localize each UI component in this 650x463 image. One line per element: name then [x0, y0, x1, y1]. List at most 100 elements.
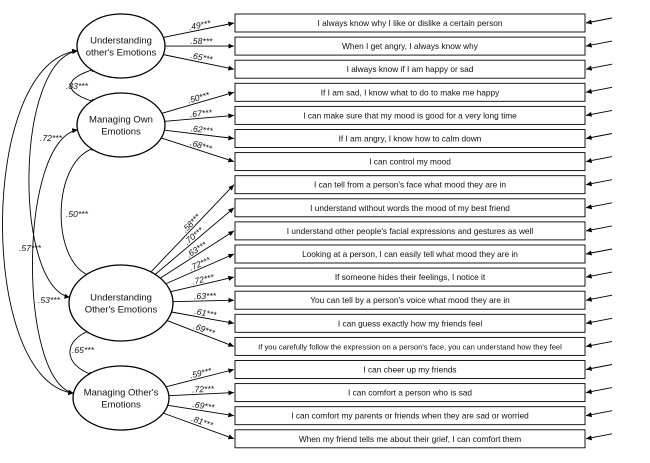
latent-label: Managing Own — [89, 115, 153, 126]
item-box — [234, 383, 586, 403]
item-box — [234, 360, 586, 379]
item-box — [234, 336, 586, 356]
item-box — [234, 175, 586, 195]
item-box — [234, 105, 586, 125]
loading-coefficient: .62*** — [190, 123, 214, 136]
correlation-label: .83*** — [66, 81, 89, 91]
error-arrow — [585, 410, 613, 418]
error-arrow — [585, 271, 613, 279]
correlation-arc — [32, 128, 78, 395]
item-box — [234, 221, 586, 241]
loading-paths: .49***.58***.65***.50***.67***.62***.68*… — [150, 18, 235, 440]
item-box — [234, 36, 586, 56]
loading-path — [154, 207, 235, 275]
latent-ellipse — [72, 365, 170, 431]
correlation-label: .65*** — [72, 345, 95, 355]
loading-coefficient: .50*** — [187, 90, 212, 106]
loading-path — [160, 230, 235, 279]
item-label: I can comfort my parents or friends when… — [291, 411, 529, 421]
item-label: If I am sad, I know what to do to make m… — [321, 87, 500, 97]
loading-coefficient: .49*** — [188, 18, 212, 32]
item-label: If you carefully follow the expression o… — [258, 342, 562, 351]
item-label: I can comfort a person who is sad — [348, 388, 472, 398]
correlation-arc — [28, 49, 78, 299]
item-box — [234, 198, 586, 218]
loading-path — [164, 113, 235, 122]
error-arrow — [585, 317, 613, 325]
error-arrows — [585, 17, 613, 441]
loading-path — [171, 311, 235, 325]
error-arrow — [585, 156, 613, 164]
item-label: When my friend tells me about their grie… — [299, 434, 521, 444]
item-label: I can make sure that my mood is good for… — [303, 110, 517, 120]
loading-path — [165, 368, 235, 388]
error-arrow — [585, 364, 613, 371]
item-label: I understand without words the mood of m… — [310, 203, 510, 213]
loading-coefficient: .65*** — [190, 50, 214, 64]
error-arrow — [585, 86, 613, 94]
error-arrow — [585, 294, 613, 302]
item-box — [234, 244, 586, 264]
indicator-items: I always know why I like or dislike a ce… — [234, 13, 586, 449]
latent-label: Managing Other's — [84, 388, 159, 399]
latent-label: Understanding — [90, 293, 152, 304]
loading-path — [172, 297, 235, 303]
error-arrow — [585, 133, 613, 140]
item-label: I can tell from a person's face what moo… — [314, 180, 506, 190]
item-box — [234, 290, 586, 310]
loading-path — [161, 91, 235, 114]
item-label: I can guess exactly how my friends feel — [338, 318, 482, 328]
item-label: I understand other people's facial expre… — [287, 226, 534, 236]
latent-ellipse — [76, 92, 166, 158]
item-box — [234, 313, 586, 333]
item-box — [234, 152, 586, 172]
loading-coefficient: .69*** — [192, 399, 216, 412]
error-arrow — [585, 225, 613, 233]
loading-path — [163, 21, 235, 38]
item-box — [234, 429, 586, 449]
item-label: Looking at a person, I can easily tell w… — [302, 249, 518, 259]
loading-coefficient: .69*** — [192, 321, 217, 338]
correlation-arc — [2, 48, 78, 396]
item-box — [234, 267, 586, 287]
loading-path — [168, 390, 235, 397]
latent-ellipse — [68, 264, 174, 342]
correlation-label: .72*** — [40, 133, 63, 143]
item-label: I always know why I like or dislike a ce… — [318, 18, 503, 28]
loading-path — [167, 404, 235, 418]
loading-path — [150, 184, 235, 273]
loading-coefficient: .72*** — [191, 272, 215, 287]
loading-coefficient: .61*** — [194, 306, 218, 320]
item-label: I can cheer up my friends — [363, 365, 456, 375]
error-arrow — [585, 63, 613, 71]
loading-coefficient: .58*** — [190, 36, 213, 46]
error-arrow — [585, 340, 613, 348]
correlation-arcs: .83***.50***.65***.72***.53***.57*** — [2, 48, 97, 396]
item-box — [234, 59, 586, 79]
item-box — [234, 406, 586, 426]
error-arrow — [585, 387, 613, 395]
correlation-label: .53*** — [38, 295, 61, 305]
item-label: If someone hides their feelings, I notic… — [335, 272, 486, 282]
error-arrow — [585, 17, 613, 25]
item-label: You can tell by a person's voice what mo… — [310, 295, 510, 305]
loading-path — [163, 54, 235, 71]
error-arrow — [585, 433, 613, 441]
latent-label: Emotions — [101, 400, 141, 411]
loading-path — [164, 129, 235, 141]
latent-label: Other's Emotions — [85, 305, 158, 316]
correlation-arc — [60, 146, 97, 278]
item-label: I can control my mood — [369, 157, 451, 167]
correlation-label: .57*** — [19, 243, 42, 253]
item-label: When I get angry, I always know why — [342, 41, 479, 51]
item-box — [234, 129, 586, 148]
loading-coefficient: .72*** — [192, 384, 215, 395]
loading-path — [170, 275, 235, 293]
loading-path — [166, 320, 235, 347]
loading-coefficient: .67*** — [189, 107, 212, 119]
loading-path — [161, 137, 235, 163]
item-box — [234, 82, 586, 102]
error-arrow — [585, 40, 613, 48]
error-arrow — [585, 202, 613, 210]
